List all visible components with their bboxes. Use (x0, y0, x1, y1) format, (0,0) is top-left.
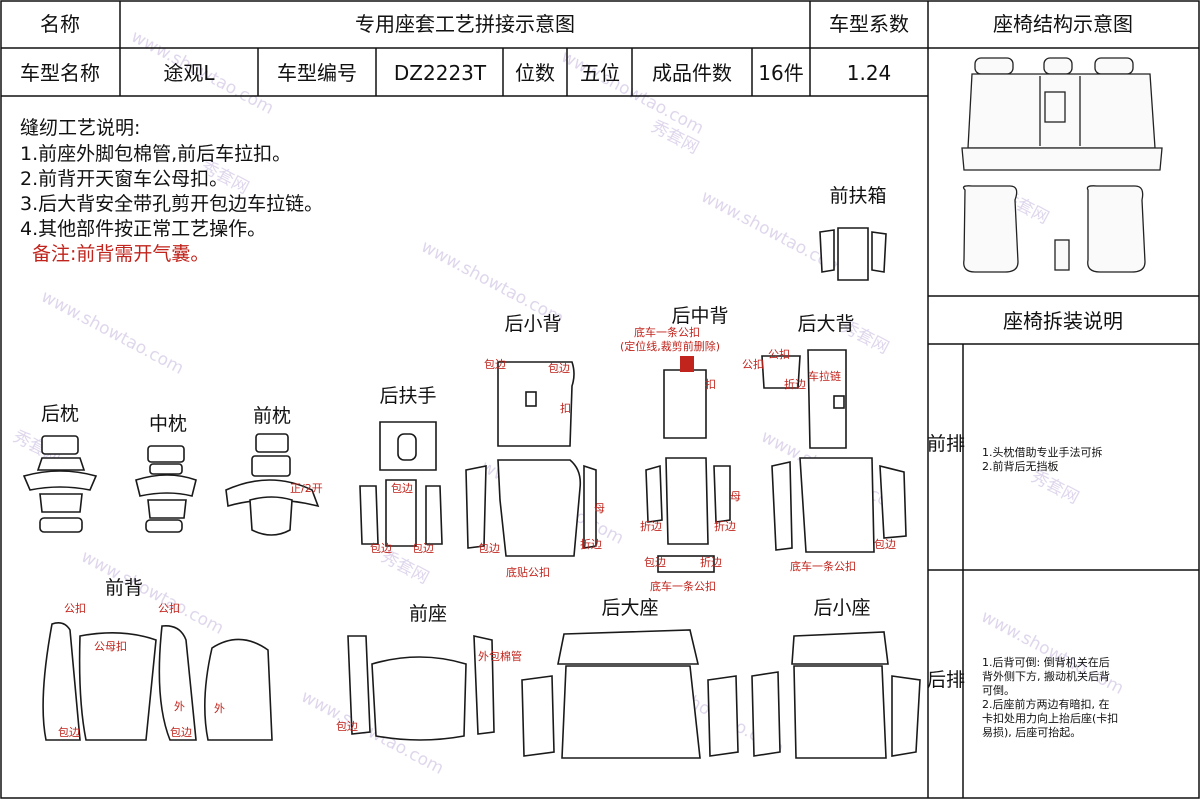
seats-label: 位数 (515, 61, 555, 85)
part-label-rear-headrest: 后枕 (41, 403, 79, 425)
annotation-buckle: 扣 (560, 401, 571, 415)
annotation-hem: 包边 (644, 556, 666, 569)
annotation-outer: 外 (214, 702, 225, 715)
pattern-rear-middle-back (645, 356, 731, 573)
part-label-rear-large-back: 后大背 (797, 313, 854, 335)
model-name: 途观L (163, 61, 215, 85)
pattern-middle-headrest (135, 445, 197, 533)
model-name-label: 车型名称 (20, 61, 100, 85)
annotation-bottom-female: 底贴公扣 (506, 565, 550, 579)
pattern-front-seat (347, 634, 495, 741)
part-label-front-headrest: 前枕 (253, 405, 291, 427)
annotation-fold-hem: 折边 (640, 519, 662, 533)
structure-label: 座椅结构示意图 (993, 12, 1133, 36)
part-label-rear-small-seat: 后小座 (813, 597, 870, 619)
annotation-hem: 包边 (370, 542, 392, 555)
part-label-rear-small-back: 后小背 (504, 313, 561, 335)
seat-structure-drawing (961, 57, 1163, 273)
watermark-text: www.showtao.com (38, 287, 187, 379)
rear-row-note: 易损), 后座可抬起。 (982, 725, 1081, 739)
sheet-title: 专用座套工艺拼接示意图 (355, 12, 575, 36)
pattern-front-armrest-box (819, 227, 887, 281)
annotation-fold-hem: 折边 (700, 555, 722, 569)
instruction-line: 4.其他部件按正常工艺操作。 (20, 218, 266, 240)
annotation-female: 母 (594, 502, 605, 515)
pattern-rear-large-seat (521, 629, 739, 759)
front-row-label: 前排 (927, 433, 965, 455)
seats-value: 五位 (580, 61, 620, 85)
pieces-label: 成品件数 (652, 61, 732, 85)
instruction-line: 1.前座外脚包棉管,前后车拉扣。 (20, 143, 291, 165)
annotation-male-female: 公母扣 (94, 639, 127, 653)
annotation-hem: 包边 (391, 482, 413, 495)
model-code-label: 车型编号 (277, 61, 357, 85)
pattern-front-headrest (225, 433, 320, 536)
watermark-text: www.showtao.com (78, 547, 227, 639)
part-label-rear-middle-back: 后中背 (671, 305, 728, 327)
instruction-line: 2.前背开天窗车公母扣。 (20, 168, 228, 190)
annotation-open: 正/2开 (290, 482, 323, 495)
name-label: 名称 (40, 12, 80, 36)
rear-row-note: 可倒。 (982, 684, 1015, 697)
annotation-bottom-male-one: 底车一条公扣 (790, 559, 856, 573)
annotation-bottom-buckle-note: 底车一条公扣 (634, 325, 700, 339)
annotation-fold-hem: 折边 (784, 377, 806, 391)
annotation-male-buckle-v: 公扣 (158, 601, 180, 615)
annotation-bottom-male-one: 底车一条公扣 (650, 579, 716, 593)
annotation-hem: 包边 (478, 542, 500, 555)
annotation-buckle: 扣 (705, 377, 716, 391)
pieces-value: 16件 (758, 61, 803, 85)
part-label-middle-headrest: 中枕 (149, 413, 187, 435)
annotation-outer-pad: 外包棉管 (478, 649, 522, 663)
part-label-rear-armrest: 后扶手 (379, 385, 436, 407)
part-label-rear-large-seat: 后大座 (601, 597, 658, 619)
annotation-outer: 外 (174, 700, 185, 713)
rear-row-note: 2.后座前方两边有暗扣, 在 (982, 697, 1110, 711)
pattern-rear-armrest (359, 421, 443, 547)
instructions-note: 备注:前背需开气囊。 (32, 243, 209, 265)
annotation-female: 母 (730, 490, 741, 503)
model-code: DZ2223T (394, 61, 487, 85)
pattern-rear-large-back (761, 349, 907, 553)
annotation-hem: 包边 (874, 538, 896, 551)
annotation-male-buckle: 公扣 (768, 347, 790, 361)
annotation-fold-hem: 折边 (714, 519, 736, 533)
rear-row-note: 背外侧下方, 搬动机关后背 (982, 669, 1110, 683)
rear-row-note: 1.后背可倒: 倒背机关在后 (982, 655, 1110, 669)
rear-row-label: 后排 (927, 669, 965, 691)
coef-value: 1.24 (847, 61, 892, 85)
part-label-front-back: 前背 (105, 577, 143, 599)
rear-row-note: 卡扣处用力向上抬后座(卡扣 (982, 711, 1118, 725)
annotation-male-buckle: 公扣 (742, 357, 764, 371)
front-row-note: 1.头枕借助专业手法可拆 (982, 445, 1103, 459)
annotation-male-buckle-v: 公扣 (64, 601, 86, 615)
pattern-rear-small-seat (751, 631, 921, 759)
part-label-front-armrest-box: 前扶箱 (829, 185, 886, 207)
disassembly-title: 座椅拆装说明 (1003, 309, 1123, 333)
annotation-hem: 包边 (58, 726, 80, 739)
annotation-hem: 包边 (170, 726, 192, 739)
annotation-hem: 包边 (412, 542, 434, 555)
annotation-hem: 包边 (336, 720, 358, 733)
instruction-line: 3.后大背安全带孔剪开包边车拉链。 (20, 193, 323, 215)
pattern-front-back (42, 622, 273, 741)
annotation-position-note: (定位线,裁剪前删除) (620, 339, 720, 353)
instructions-heading: 缝纫工艺说明: (20, 117, 140, 139)
annotation-fold-hem: 折边 (580, 537, 602, 551)
annotation-hem: 包边 (548, 362, 570, 375)
annotation-zipper: 车拉链 (808, 369, 841, 383)
front-row-note: 2.前背后无挡板 (982, 459, 1059, 473)
part-label-front-seat: 前座 (409, 603, 447, 625)
pattern-rear-headrest (22, 435, 98, 533)
coef-label: 车型系数 (829, 12, 909, 36)
annotation-hem: 包边 (484, 358, 506, 371)
pattern-rear-small-back (465, 361, 597, 557)
